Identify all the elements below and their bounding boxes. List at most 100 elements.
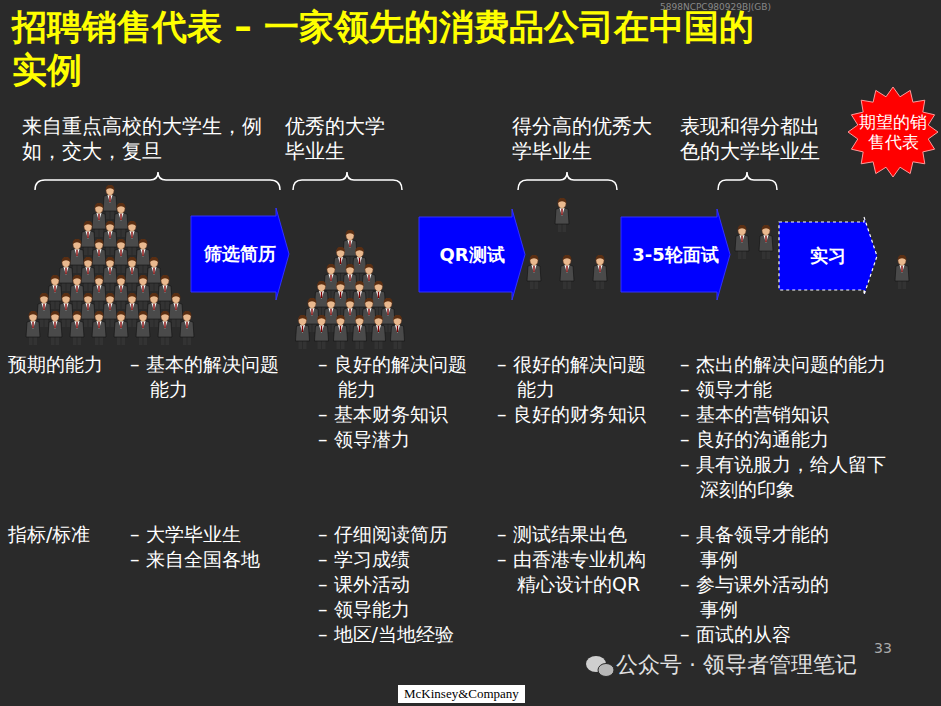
figure-part (84, 258, 92, 268)
figure-part (340, 326, 341, 332)
figure-part (147, 303, 161, 320)
figure-part (368, 275, 369, 281)
figure-part (735, 235, 749, 252)
figure-part (87, 304, 88, 310)
figure-part (75, 321, 80, 329)
arrow-shape (419, 209, 525, 300)
figure-part (346, 230, 355, 235)
figure-part (37, 303, 51, 320)
figure-part (321, 326, 322, 332)
person-figure (136, 311, 150, 345)
figure-part (87, 268, 88, 274)
person-figure (180, 311, 194, 345)
figure-part (117, 239, 126, 244)
figure-part (62, 257, 71, 262)
figure-part (356, 316, 364, 326)
figure-part (368, 309, 369, 315)
figure-part (139, 276, 147, 286)
figure-part (598, 265, 603, 273)
figure-part (53, 285, 58, 293)
brace (35, 172, 280, 190)
figure-part (317, 281, 326, 286)
figure-part (161, 311, 170, 316)
figure-part (76, 322, 77, 328)
figure-part (327, 265, 335, 275)
list-item: – 领导才能 (680, 377, 895, 402)
figure-part (163, 321, 168, 329)
wechat-icon (586, 656, 614, 677)
figure-part (106, 294, 114, 304)
figure-part (164, 286, 165, 292)
figure-part (120, 214, 121, 220)
figure-part (108, 267, 113, 275)
figure-part (92, 285, 106, 302)
figure-part (330, 309, 331, 315)
figure-part (376, 325, 381, 333)
person-figure (334, 315, 348, 349)
figure-part (300, 325, 305, 333)
figure-part (117, 204, 125, 214)
figure-part (346, 299, 354, 309)
figure-part (98, 214, 99, 220)
starburst-callout: 期望的销售代表 (847, 86, 939, 178)
list-item: – 具有说服力，给人留下深刻的印象 (680, 452, 895, 502)
figure-part (334, 325, 348, 342)
row-header: 预期的能力 (8, 352, 128, 377)
figure-part (106, 186, 114, 196)
list-item: – 面试的从容 (680, 622, 845, 647)
figure-part (174, 303, 179, 311)
person-figure (158, 311, 172, 345)
process-arrow: QR测试 (418, 208, 526, 301)
figure-part (387, 309, 388, 315)
figure-part (762, 225, 771, 230)
figure-part (395, 325, 400, 333)
figure-part (117, 203, 126, 208)
figure-part (97, 213, 102, 221)
figure-part (161, 276, 169, 286)
figure-part (81, 303, 95, 320)
figure-part (315, 325, 329, 342)
figure-part (76, 250, 77, 256)
group-caption: 表现和得分都出色的大学毕业生 (680, 114, 825, 164)
figure-part (330, 275, 331, 281)
figure-part (87, 232, 88, 238)
figure-part (561, 209, 562, 215)
figure-part (762, 226, 770, 236)
figure-part (95, 275, 104, 280)
figure-part (131, 232, 132, 238)
figure-part (319, 291, 324, 299)
figure-part (103, 267, 117, 284)
figure-part (310, 308, 315, 316)
figure-part (317, 315, 326, 320)
figure-part (114, 249, 128, 266)
figure-part (65, 268, 66, 274)
figure-part (530, 255, 539, 260)
figure-part (327, 298, 336, 303)
list-item: – 来自全国各地 (130, 547, 295, 572)
figure-part (114, 285, 128, 302)
figure-part (593, 265, 607, 282)
figure-part (40, 293, 49, 298)
figure-part (76, 286, 77, 292)
figure-part (117, 276, 125, 286)
figure-part (141, 285, 146, 293)
figure-part (64, 303, 69, 311)
figure-part (95, 239, 104, 244)
figure-part (308, 298, 317, 303)
figure-part (141, 321, 146, 329)
node-text-wrap: 期望的销售代表 (847, 86, 939, 178)
figure-part (64, 267, 69, 275)
figure-part (130, 231, 135, 239)
figure-part (741, 236, 742, 242)
figure-part (359, 326, 360, 332)
brace (293, 172, 402, 190)
process-arrow: 3-5轮面试 (620, 208, 731, 301)
person-figure (759, 225, 773, 259)
figure-part (527, 265, 541, 282)
figure-part (150, 293, 159, 298)
person-figure (560, 255, 574, 289)
figure-part (381, 308, 395, 325)
figure-part (92, 249, 106, 266)
company-logo: McKinsey&Company (398, 685, 525, 703)
figure-part (131, 304, 132, 310)
